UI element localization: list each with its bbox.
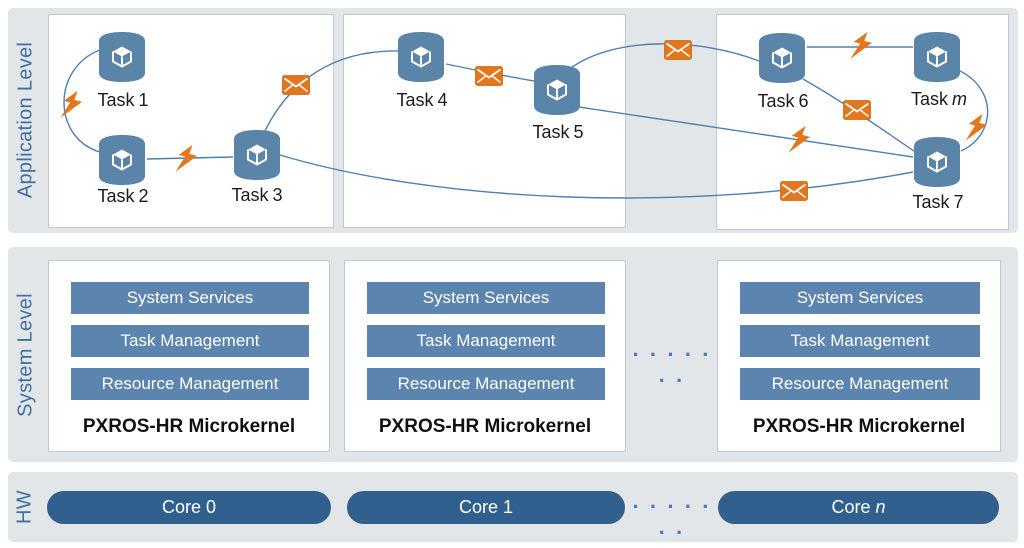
- mail-envelope-icon: [780, 181, 808, 201]
- mail-envelope-icon: [664, 40, 692, 60]
- resource-management-bar: Resource Management: [71, 368, 309, 400]
- task-cube-icon: [913, 136, 961, 188]
- system-ellipsis: · · · · · · ·: [632, 342, 712, 393]
- task-cube-icon: [758, 32, 806, 84]
- app-group-box-1: [48, 14, 334, 228]
- task-management-bar: Task Management: [71, 325, 309, 357]
- hw-level-label: HW: [13, 490, 36, 524]
- task-management-bar: Task Management: [740, 325, 980, 357]
- microkernel-name: PXROS-HR Microkernel: [752, 416, 966, 437]
- system-services-bar: System Services: [740, 282, 980, 314]
- hw-ellipsis: · · · · · · ·: [632, 494, 712, 545]
- system-services-bar: System Services: [71, 282, 309, 314]
- task-cube-icon: [397, 31, 445, 83]
- application-level-label: Application Level: [14, 41, 37, 199]
- mail-envelope-icon: [475, 66, 503, 86]
- task-cube-icon: [98, 31, 146, 83]
- system-kernel-box-1: System Services Task Management Resource…: [48, 260, 330, 452]
- microkernel-name: PXROS-HR Microkernel: [378, 416, 592, 437]
- task-cube-icon: [913, 31, 961, 83]
- task-cube-icon: [233, 129, 281, 181]
- system-kernel-box-3: System Services Task Management Resource…: [717, 260, 1001, 452]
- task-cube-icon: [98, 134, 146, 186]
- mail-envelope-icon: [843, 100, 871, 120]
- resource-management-bar: Resource Management: [740, 368, 980, 400]
- task-management-bar: Task Management: [367, 325, 605, 357]
- microkernel-name: PXROS-HR Microkernel: [82, 416, 296, 437]
- resource-management-bar: Resource Management: [367, 368, 605, 400]
- system-services-bar: System Services: [367, 282, 605, 314]
- task-cube-icon: [533, 64, 581, 116]
- system-kernel-box-2: System Services Task Management Resource…: [344, 260, 626, 452]
- system-level-label: System Level: [14, 293, 37, 417]
- mail-envelope-icon: [282, 75, 310, 95]
